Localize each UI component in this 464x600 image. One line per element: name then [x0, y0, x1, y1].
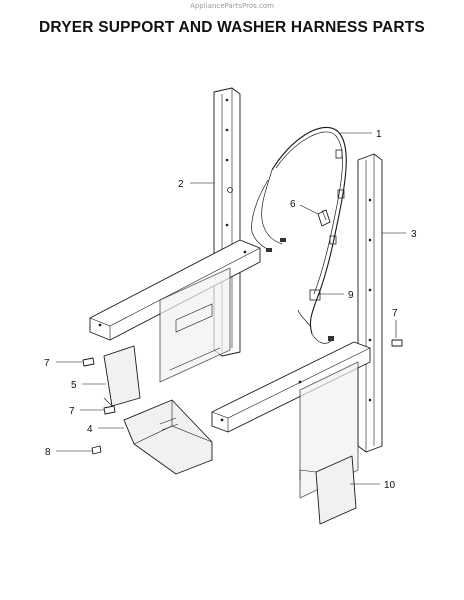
part-7-screw-a[interactable] — [82, 357, 95, 367]
callout-1: 1 — [376, 129, 382, 140]
callout-2: 2 — [178, 179, 184, 190]
callout-4: 4 — [87, 424, 93, 435]
leader-6 — [299, 204, 319, 215]
part-10-bracket[interactable] — [299, 455, 357, 525]
callout-8: 8 — [45, 447, 51, 458]
part-7-screw-b[interactable] — [103, 405, 116, 415]
part-8-screw[interactable] — [91, 445, 102, 455]
callout-9: 9 — [348, 290, 354, 301]
part-2-left-support[interactable] — [89, 87, 261, 383]
part-4-shield[interactable] — [123, 399, 213, 475]
callout-7c: 7 — [392, 308, 398, 319]
part-5-bracket[interactable] — [103, 345, 141, 407]
callout-10: 10 — [384, 480, 396, 491]
page-title: DRYER SUPPORT AND WASHER HARNESS PARTS — [39, 19, 425, 36]
part-7-screw-c[interactable] — [391, 339, 403, 347]
callout-5: 5 — [71, 380, 77, 391]
watermark: AppliancePartsPros.com — [190, 2, 274, 10]
part-6-clip[interactable] — [317, 209, 331, 227]
part-1-wire-harness[interactable] — [251, 126, 347, 344]
callout-3: 3 — [411, 229, 417, 240]
callout-7b: 7 — [69, 406, 75, 417]
callout-6: 6 — [290, 199, 296, 210]
callout-7a: 7 — [44, 358, 50, 369]
